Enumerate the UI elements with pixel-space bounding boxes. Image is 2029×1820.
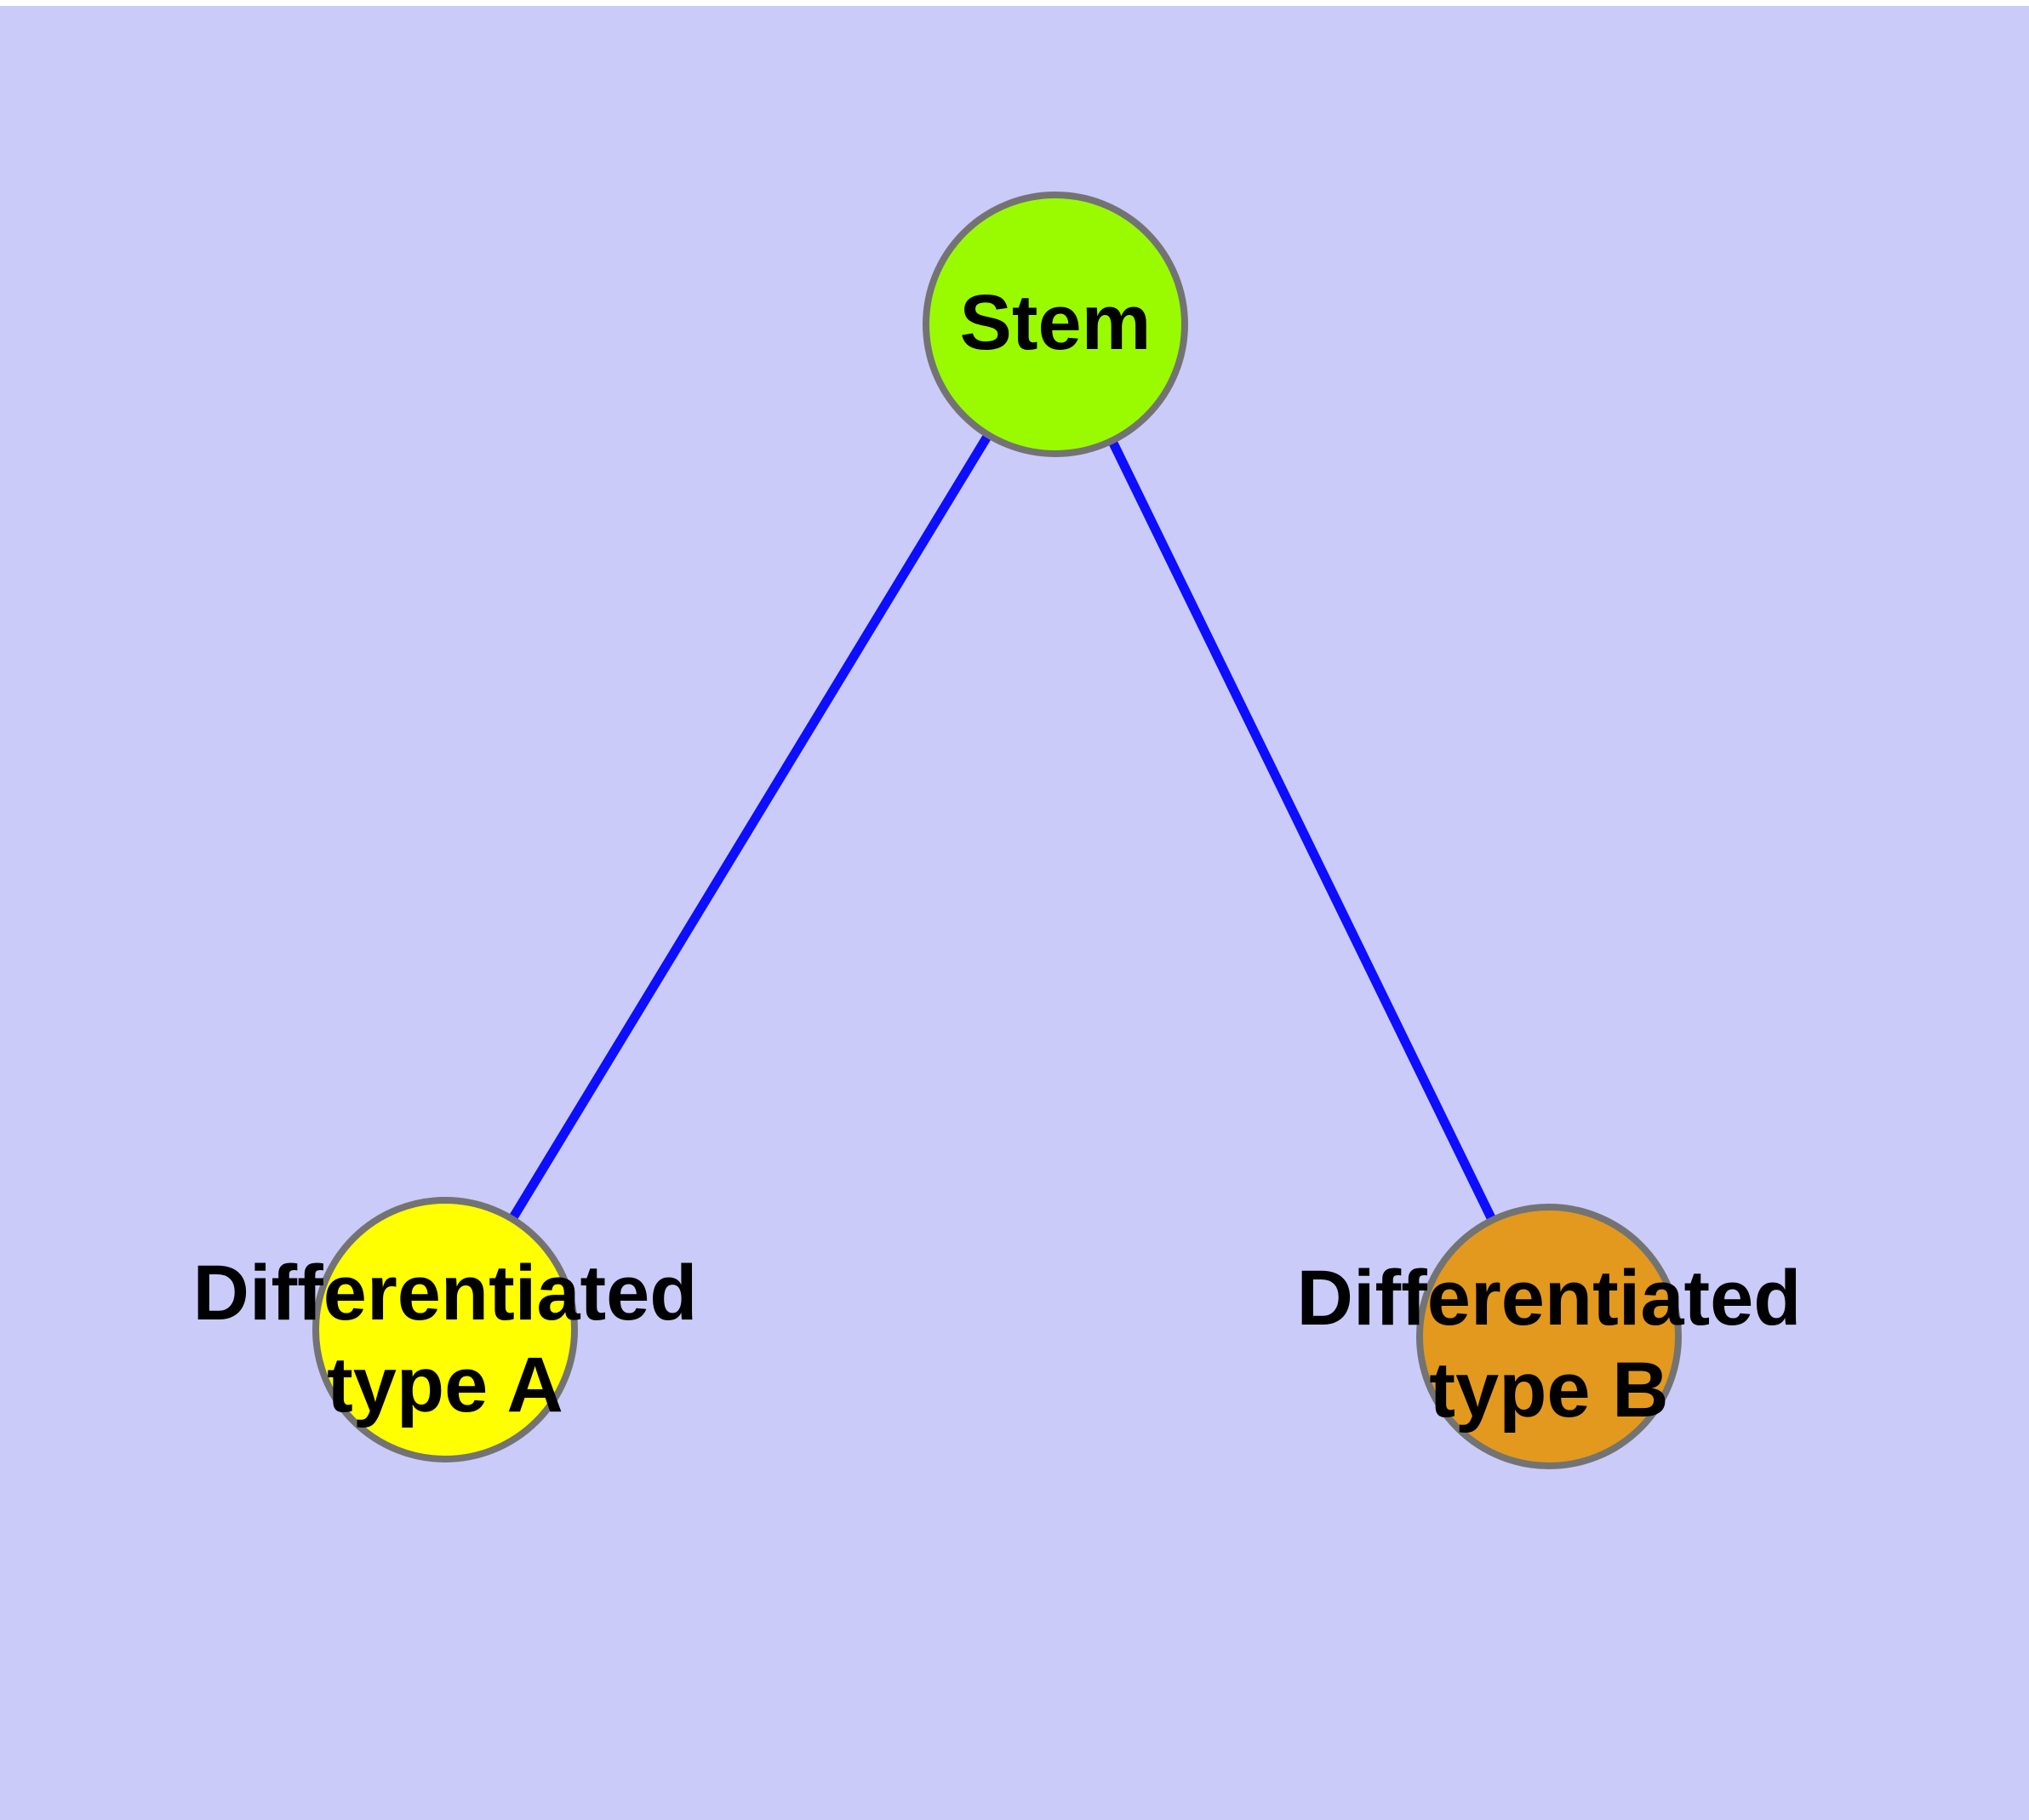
node-type-a-label-line1: Differentiated	[193, 1250, 698, 1336]
top-margin-strip	[0, 0, 2029, 6]
node-type-a-label-line2: type A	[327, 1342, 563, 1428]
node-type-b-label-line2: type B	[1429, 1347, 1668, 1434]
node-type-b-circle	[1416, 1204, 1682, 1469]
edge-stem-to-type-b	[1051, 322, 1553, 1339]
node-stem-label: Stem	[960, 279, 1152, 366]
edge-stem-to-type-a	[441, 322, 1060, 1332]
node-type-b-label-line1: Differentiated	[1297, 1255, 1802, 1342]
node-stem-circle	[923, 192, 1188, 457]
node-type-a-circle	[312, 1197, 578, 1462]
